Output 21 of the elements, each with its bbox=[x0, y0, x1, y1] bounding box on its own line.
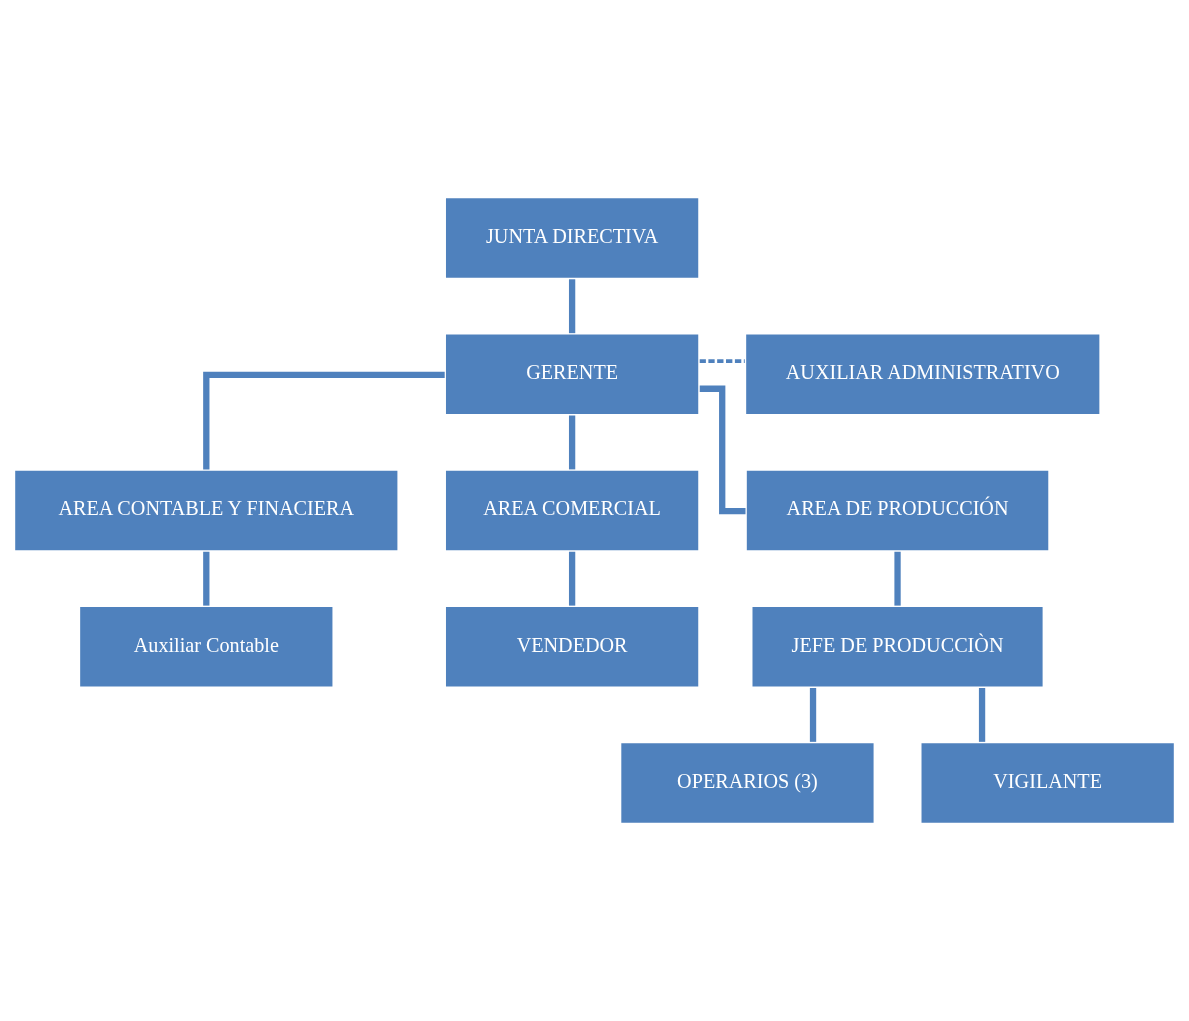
node-box: AREA CONTABLE Y FINACIERA bbox=[12, 468, 400, 553]
node-box: AUXILIAR ADMINISTRATIVO bbox=[743, 332, 1102, 417]
connector bbox=[699, 359, 745, 363]
node-box: OPERARIOS (3) bbox=[618, 740, 877, 826]
connector bbox=[568, 551, 576, 606]
node-box: VENDEDOR bbox=[443, 604, 701, 689]
connector bbox=[809, 688, 817, 742]
connector bbox=[568, 415, 576, 470]
node-box: AREA DE PRODUCCIÓN bbox=[744, 468, 1051, 553]
node-box: Auxiliar Contable bbox=[77, 604, 335, 689]
connector bbox=[568, 279, 576, 334]
node-box: AREA COMERCIAL bbox=[443, 468, 701, 553]
node-box: JUNTA DIRECTIVA bbox=[443, 195, 701, 281]
connector bbox=[203, 371, 445, 470]
connector bbox=[894, 551, 901, 606]
connector bbox=[978, 688, 986, 742]
node-box: JEFE DE PRODUCCIÒN bbox=[749, 604, 1046, 689]
node-box: GERENTE bbox=[443, 332, 701, 417]
node-box: VIGILANTE bbox=[919, 740, 1177, 826]
connector bbox=[699, 385, 746, 515]
connector bbox=[203, 551, 210, 606]
